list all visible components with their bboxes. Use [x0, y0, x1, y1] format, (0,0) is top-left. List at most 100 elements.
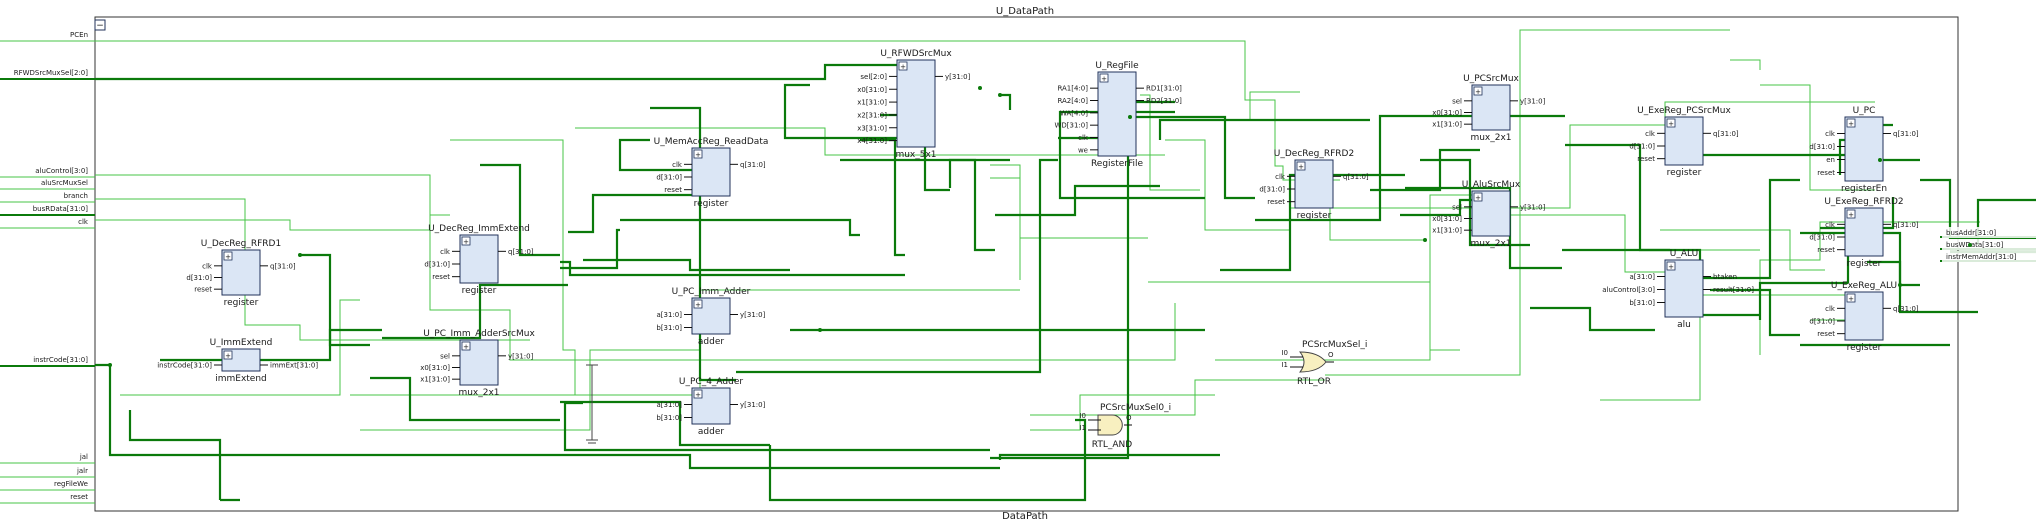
net-wire [1000, 93, 1012, 110]
input-port[interactable]: reset [0, 493, 95, 504]
input-port[interactable]: PCEn [0, 31, 95, 42]
collapse-button[interactable]: − [94, 19, 106, 31]
net-wire [1510, 214, 1665, 273]
input-pin-label: x1[31:0] [420, 376, 450, 384]
instance-name[interactable]: U_AluSrcMux [1462, 180, 1521, 190]
net-wire [1600, 249, 1760, 401]
input-pin-label: RA1[4:0] [1057, 85, 1088, 93]
expand-block-button[interactable]: + [1666, 261, 1676, 271]
expand-block-button[interactable]: + [898, 61, 908, 71]
block-u-rfwdsrcmux[interactable]: +U_RFWDSrcMuxmux_5x1sel[2:0]x0[31:0]x1[3… [857, 49, 970, 160]
input-pin-label: x4[31:0] [857, 137, 887, 145]
gate-type: RTL_OR [1297, 377, 1331, 387]
instance-name[interactable]: U_DecReg_RFRD2 [1274, 149, 1354, 159]
block-u-regfile[interactable]: +U_RegFileRegisterFileRA1[4:0]RA2[4:0]WA… [1055, 61, 1183, 169]
net-wire [95, 63, 905, 81]
expand-block-button[interactable]: + [461, 236, 471, 246]
instance-name[interactable]: U_PC_Imm_AdderSrcMux [423, 329, 535, 339]
gate-instance-name[interactable]: PCSrcMuxSel_i [1302, 340, 1367, 350]
expand-block-button[interactable]: + [1846, 118, 1856, 128]
input-port[interactable]: RFWDSrcMuxSel[2:0] [0, 69, 95, 80]
module-type: mux_2x1 [1470, 133, 1511, 143]
instance-name[interactable]: U_RFWDSrcMux [880, 49, 952, 59]
expand-block-button[interactable]: + [1666, 118, 1676, 128]
expand-block-button[interactable]: + [1473, 192, 1483, 202]
input-pin-label: x0[31:0] [1432, 215, 1462, 223]
input-pin-label: clk [1825, 130, 1836, 138]
input-port[interactable]: aluControl[3:0] [0, 167, 95, 178]
input-port[interactable]: branch [0, 192, 95, 203]
instance-name[interactable]: U_PCSrcMux [1463, 74, 1519, 84]
block-u-pc-imm-adder[interactable]: +U_PC_Imm_Adderaddera[31:0]b[31:0]y[31:0… [656, 287, 765, 347]
block-u-pcsrcmux[interactable]: +U_PCSrcMuxmux_2x1selx0[31:0]x1[31:0]y[3… [1432, 74, 1545, 143]
output-pin-label: result[31:0] [1713, 286, 1754, 294]
input-port[interactable]: jalr [0, 467, 95, 478]
instance-name[interactable]: U_ALU [1670, 249, 1698, 259]
input-port[interactable]: clk [0, 218, 95, 229]
block-u-decreg-rfrd1[interactable]: +U_DecReg_RFRD1registerclkd[31:0]resetq[… [186, 239, 296, 308]
input-port[interactable]: instrCode[31:0] [0, 356, 95, 367]
net-junction [298, 253, 302, 257]
instance-name[interactable]: U_RegFile [1095, 61, 1139, 71]
net-wire [990, 164, 1021, 280]
expand-block-button[interactable]: + [1846, 209, 1856, 219]
input-pin-label: x3[31:0] [857, 124, 887, 132]
expand-block-button[interactable]: + [693, 389, 703, 399]
block-u-exereg-pcsrcmux[interactable]: +U_ExeReg_PCSrcMuxregisterclkd[31:0]rese… [1629, 106, 1739, 178]
input-pin-label: clk [1825, 305, 1836, 313]
input-pin-label: reset [1817, 169, 1835, 177]
instance-name[interactable]: U_DecReg_RFRD1 [201, 239, 281, 249]
instance-name[interactable]: U_MemAccReg_ReadData [654, 137, 769, 147]
instance-name[interactable]: U_PC [1853, 106, 1876, 116]
block-u-alu[interactable]: +U_ALUalua[31:0]aluControl[3:0]b[31:0]bt… [1602, 249, 1754, 330]
expand-glyph: + [1101, 75, 1107, 83]
instance-name[interactable]: U_PC_Imm_Adder [672, 287, 751, 297]
block-u-pc-imm-addersrcmux[interactable]: +U_PC_Imm_AdderSrcMuxmux_2x1selx0[31:0]x… [420, 329, 535, 398]
input-pin-label: x2[31:0] [857, 111, 887, 119]
block-u-decreg-immextend[interactable]: +U_DecReg_ImmExtendregisterclkd[31:0]res… [424, 224, 534, 296]
block-u-exereg-rfrd2[interactable]: +U_ExeReg_RFRD2registerclkd[31:0]resetq[… [1809, 197, 1919, 269]
net-wire [1562, 248, 1760, 317]
input-port[interactable]: busRData[31:0] [0, 205, 95, 216]
output-port[interactable]: busWData[31:0] [1940, 239, 2036, 250]
block-u-alusrcmux[interactable]: +U_AluSrcMuxmux_2x1selx0[31:0]x1[31:0]y[… [1432, 180, 1545, 249]
instance-name[interactable]: U_PC_4_Adder [679, 377, 743, 387]
block-u-memaccreg-readdata[interactable]: +U_MemAccReg_ReadDataregisterclkd[31:0]r… [654, 137, 769, 209]
input-port-label: aluSrcMuxSel [41, 179, 88, 187]
input-pin-label: d[31:0] [1629, 143, 1655, 151]
output-port[interactable]: busAddr[31:0] [1940, 227, 2036, 238]
instance-name[interactable]: U_ExeReg_RFRD2 [1824, 197, 1903, 207]
expand-block-button[interactable]: + [693, 299, 703, 309]
input-port[interactable]: regFileWe [0, 480, 95, 491]
net-wire [1660, 229, 1825, 271]
output-port[interactable]: instrMemAddr[31:0] [1940, 251, 2036, 262]
instance-name[interactable]: U_ImmExtend [210, 338, 273, 348]
instance-name[interactable]: U_ExeReg_PCSrcMux [1637, 106, 1731, 116]
expand-block-button[interactable]: + [461, 341, 471, 351]
expand-block-button[interactable]: + [1099, 73, 1109, 83]
input-port[interactable]: aluSrcMuxSel [0, 179, 95, 190]
net-wire [1760, 84, 1875, 191]
input-port[interactable]: jal [0, 453, 95, 464]
expand-block-button[interactable]: + [693, 149, 703, 159]
block-u-immextend[interactable]: +U_ImmExtendimmExtendinstrCode[31:0]immE… [157, 338, 318, 384]
block-u-exereg-alu[interactable]: +U_ExeReg_ALUregisterclkd[31:0]resetq[31… [1809, 281, 1919, 353]
expand-block-button[interactable]: + [1846, 293, 1856, 303]
block-u-decreg-rfrd2[interactable]: +U_DecReg_RFRD2registerclkd[31:0]resetq[… [1259, 149, 1369, 221]
expand-block-button[interactable]: + [1296, 161, 1306, 171]
input-pin-label: reset [1637, 155, 1655, 163]
expand-block-button[interactable]: + [223, 350, 233, 360]
gate-instance-name[interactable]: PCSrcMuxSel0_i [1100, 403, 1171, 413]
expand-block-button[interactable]: + [223, 251, 233, 261]
instance-name[interactable]: U_ExeReg_ALU [1831, 281, 1897, 291]
expand-block-button[interactable]: + [1473, 86, 1483, 96]
input-pin-label: x1[31:0] [1432, 121, 1462, 129]
net-wire [95, 174, 1176, 361]
instance-name[interactable]: U_DecReg_ImmExtend [428, 224, 530, 234]
expand-glyph: + [1475, 88, 1481, 96]
